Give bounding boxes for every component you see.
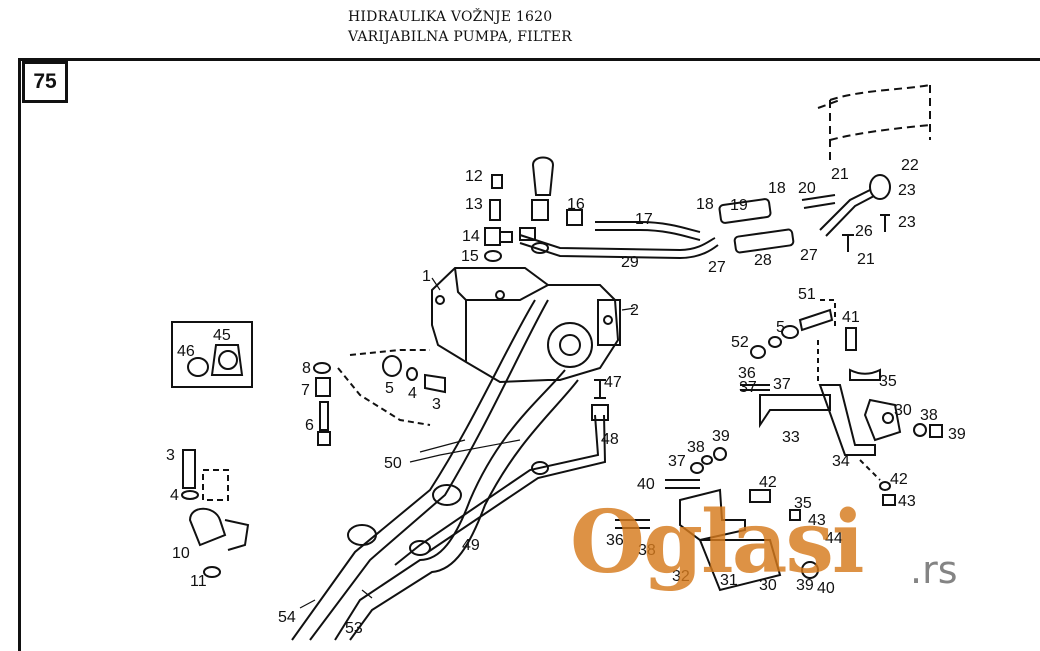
- leader-lines: [299, 277, 636, 609]
- part-label-13: 13: [465, 196, 483, 213]
- parts-left: [171, 321, 446, 578]
- part-label-46: 46: [177, 343, 195, 360]
- part-label-48: 48: [601, 431, 619, 448]
- part-label-10: 10: [172, 545, 190, 562]
- part-label-33: 33: [782, 429, 800, 446]
- part-label-47: 47: [604, 374, 622, 391]
- fittings-left: [484, 156, 583, 262]
- part-label-28: 28: [754, 252, 772, 269]
- part-label-37: 37: [773, 376, 791, 393]
- part-label-4: 4: [170, 487, 179, 504]
- part-label-42: 42: [759, 474, 777, 491]
- part-label-40: 40: [637, 476, 655, 493]
- part-label-19: 19: [730, 197, 748, 214]
- part-label-5: 5: [385, 380, 394, 397]
- drawing: [171, 84, 943, 641]
- part-label-17: 17: [635, 211, 653, 228]
- parts-right: [615, 299, 943, 592]
- part-label-3: 3: [432, 396, 441, 413]
- header-subtitle: VARIJABILNA PUMPA, FILTER: [348, 29, 572, 45]
- part-label-20: 20: [798, 180, 816, 197]
- part-label-36: 36: [738, 365, 756, 382]
- part-label-14: 14: [462, 228, 480, 245]
- part-label-54: 54: [278, 609, 296, 626]
- watermark-domain: .rs: [910, 548, 958, 592]
- upper-pipes: [519, 174, 891, 260]
- part-label-26: 26: [855, 223, 873, 240]
- part-label-37: 37: [739, 379, 757, 396]
- part-label-32: 32: [672, 568, 690, 585]
- part-label-21: 21: [857, 251, 875, 268]
- part-label-27: 27: [800, 247, 818, 264]
- header-title: HIDRAULIKA VOŽNJE 1620: [348, 9, 553, 25]
- pump-hoses: [291, 299, 609, 641]
- part-label-51: 51: [798, 286, 816, 303]
- part-label-49: 49: [462, 537, 480, 554]
- part-label-41: 41: [842, 309, 860, 326]
- variable-pump: [431, 267, 621, 384]
- part-label-1: 1: [422, 268, 431, 285]
- part-label-21: 21: [831, 166, 849, 183]
- part-label-34: 34: [832, 453, 850, 470]
- part-label-3: 3: [166, 447, 175, 464]
- part-label-23: 23: [898, 214, 916, 231]
- part-label-38: 38: [920, 407, 938, 424]
- filter-outline: [817, 84, 931, 160]
- part-label-39: 39: [948, 426, 966, 443]
- part-label-44: 44: [825, 530, 843, 547]
- part-label-5: 5: [776, 319, 785, 336]
- part-label-52: 52: [731, 334, 749, 351]
- part-label-40: 40: [817, 580, 835, 597]
- part-label-45: 45: [213, 327, 231, 344]
- part-label-4: 4: [408, 385, 417, 402]
- part-label-38: 38: [638, 542, 656, 559]
- part-label-6: 6: [305, 417, 314, 434]
- part-label-35: 35: [879, 373, 897, 390]
- part-label-53: 53: [345, 620, 363, 637]
- part-label-31: 31: [720, 572, 738, 589]
- part-label-43: 43: [898, 493, 916, 510]
- part-label-2: 2: [630, 302, 639, 319]
- part-label-18: 18: [696, 196, 714, 213]
- part-label-8: 8: [302, 360, 311, 377]
- watermark-logo: Oglasi: [570, 492, 865, 593]
- part-label-29: 29: [621, 254, 639, 271]
- part-label-7: 7: [301, 382, 310, 399]
- part-label-11: 11: [190, 573, 207, 590]
- part-label-30: 30: [759, 577, 777, 594]
- frame-border-top: [18, 58, 1040, 61]
- part-label-35: 35: [794, 495, 812, 512]
- part-label-18: 18: [768, 180, 786, 197]
- part-number-labels: 1233445567810111213141516171818192021212…: [166, 157, 966, 637]
- part-label-23: 23: [898, 182, 916, 199]
- part-label-30: 30: [894, 402, 912, 419]
- part-label-16: 16: [567, 196, 585, 213]
- part-label-27: 27: [708, 259, 726, 276]
- part-label-36: 36: [606, 532, 624, 549]
- part-label-39: 39: [796, 577, 814, 594]
- part-label-12: 12: [465, 168, 483, 185]
- page-number-box: 75: [22, 61, 68, 103]
- part-label-15: 15: [461, 248, 479, 265]
- part-label-39: 39: [712, 428, 730, 445]
- part-label-38: 38: [687, 439, 705, 456]
- part-label-22: 22: [901, 157, 919, 174]
- part-label-50: 50: [384, 455, 402, 472]
- frame-border-left: [18, 58, 21, 651]
- part-label-37: 37: [668, 453, 686, 470]
- part-label-43: 43: [808, 512, 826, 529]
- part-label-42: 42: [890, 471, 908, 488]
